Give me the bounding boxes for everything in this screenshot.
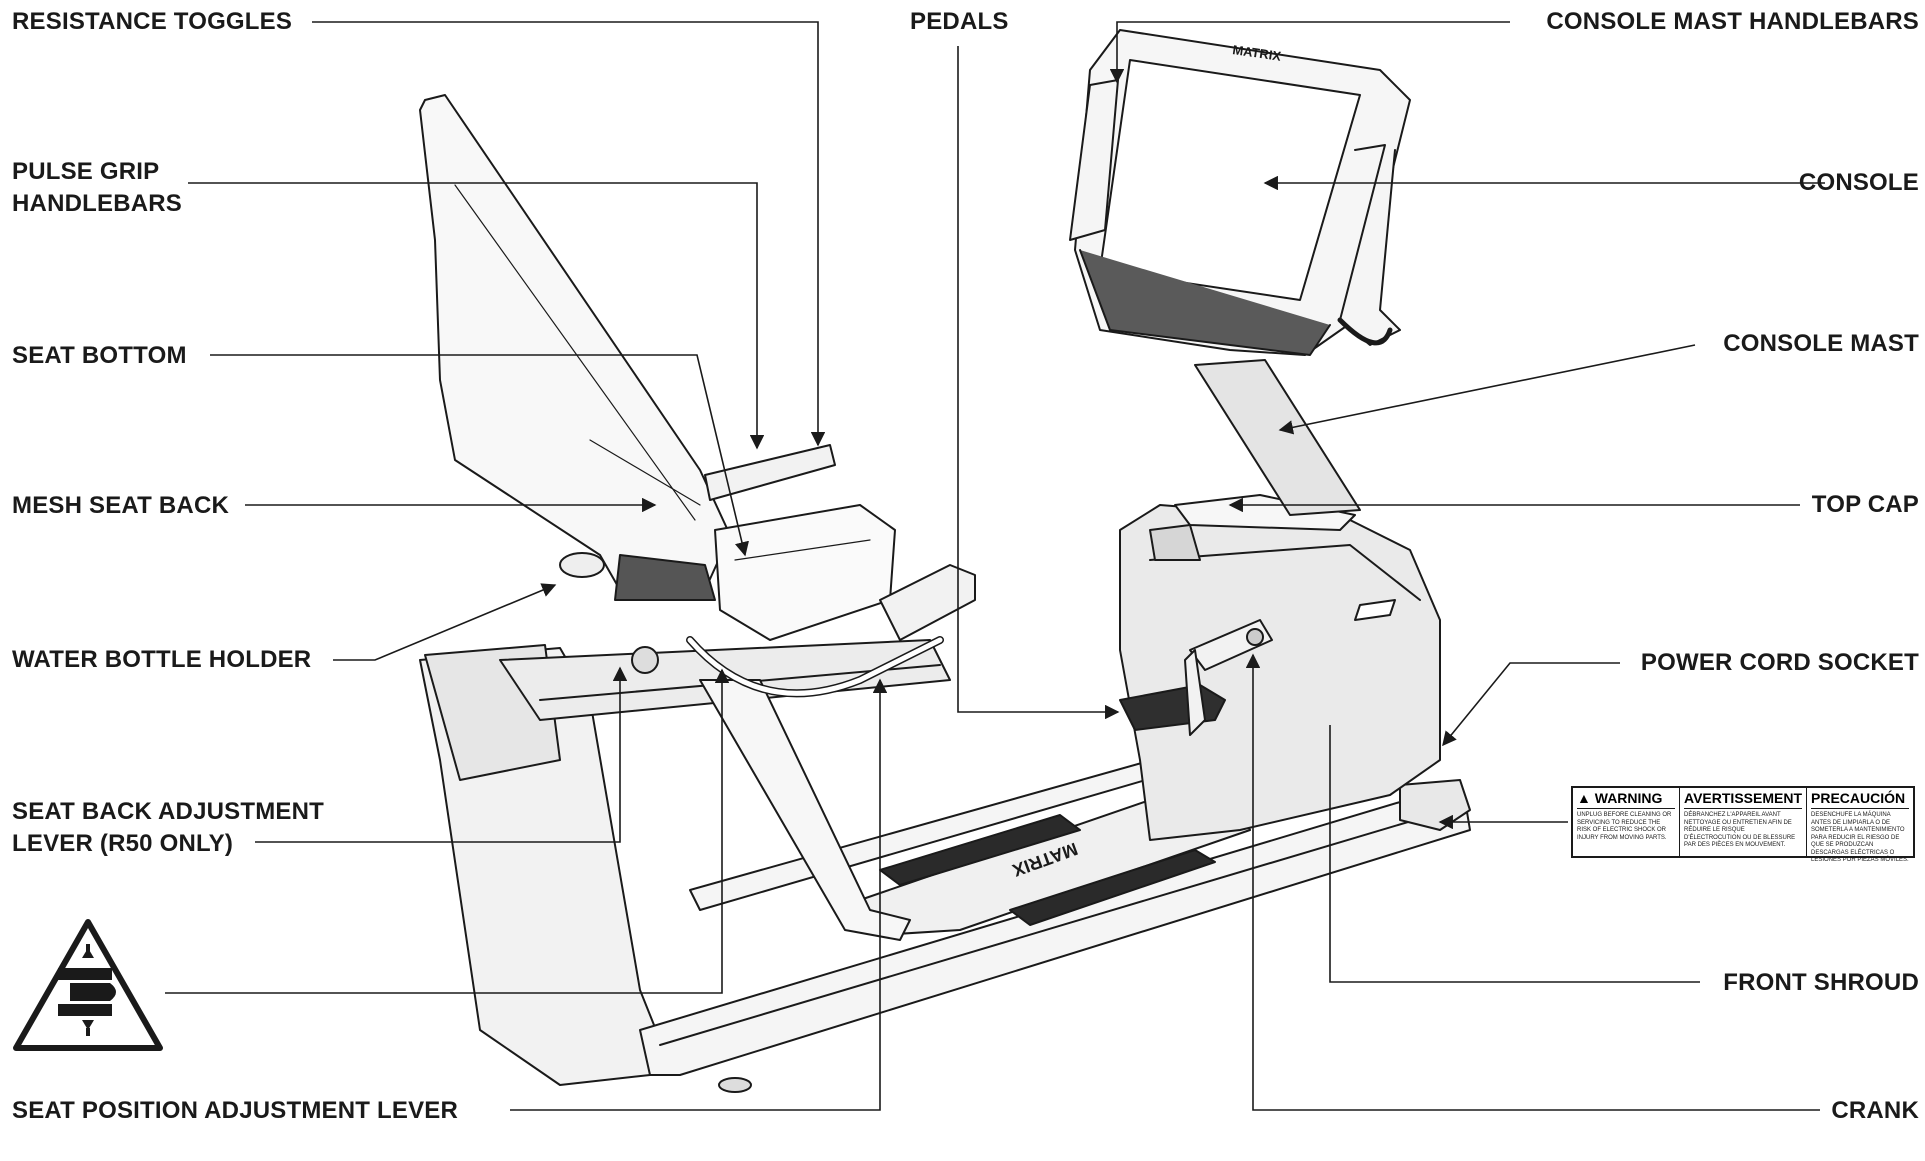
label-mesh-seat-back: MESH SEAT BACK xyxy=(12,492,230,519)
label-front-shroud: FRONT SHROUD xyxy=(1723,969,1919,996)
console-screen xyxy=(1099,59,1361,301)
label-top-cap: TOP CAP xyxy=(1811,491,1919,518)
label-water-bottle-holder: WATER BOTTLE HOLDER xyxy=(12,646,312,673)
precaucion-heading: PRECAUCIÓN xyxy=(1811,790,1910,809)
mesh-panel xyxy=(614,554,716,601)
top-cap-shape xyxy=(1174,494,1356,531)
label-seat-back-adjustment-line2: LEVER (R50 ONLY) xyxy=(12,830,234,857)
leader-water-bottle xyxy=(333,583,557,661)
water-bottle-holder-shape xyxy=(559,552,605,578)
leader-seat-back-adj xyxy=(255,666,628,843)
leader-pulse-grip xyxy=(188,182,765,450)
leader-seat-bottom xyxy=(210,354,749,557)
leader-resistance-toggles xyxy=(312,21,826,447)
warning-column-spanish: PRECAUCIÓN Desenchufe la máquina antes d… xyxy=(1807,788,1913,863)
precaucion-text: Desenchufe la máquina antes de limpiarla… xyxy=(1811,812,1909,863)
leader-front-shroud xyxy=(1329,725,1700,983)
leader-pinch-warning xyxy=(165,668,730,994)
console-mast-shape xyxy=(1194,359,1361,516)
label-console: CONSOLE xyxy=(1798,169,1919,196)
seat-support-post xyxy=(699,679,911,941)
warning-column-french: AVERTISSEMENT Débranchez l'appareil avan… xyxy=(1680,788,1807,856)
leader-crank xyxy=(1245,653,1820,1111)
warning-label: ▲ WARNING Unplug before cleaning or serv… xyxy=(1571,786,1915,863)
bike-illustration xyxy=(419,29,1471,1093)
avertissement-text: Débranchez l'appareil avant nettoyage ou… xyxy=(1684,812,1796,848)
leader-mast-handlebars xyxy=(1109,21,1510,84)
label-seat-bottom: SEAT BOTTOM xyxy=(12,342,187,369)
mast-handlebar-right xyxy=(1339,144,1401,346)
pulse-grip-right xyxy=(879,564,976,641)
leader-lines xyxy=(165,21,1825,1111)
label-console-mast: CONSOLE MAST xyxy=(1723,330,1919,357)
warning-column-english: ▲ WARNING Unplug before cleaning or serv… xyxy=(1573,788,1681,856)
leader-pedals xyxy=(957,46,1120,720)
avertissement-heading: AVERTISSEMENT xyxy=(1684,790,1802,809)
leader-console-mast xyxy=(1278,344,1696,435)
label-seat-position-lever: SEAT POSITION ADJUSTMENT LEVER xyxy=(12,1097,459,1124)
label-pedals: PEDALS xyxy=(910,8,1009,35)
leader-power-cord xyxy=(1442,662,1620,747)
seat-bottom-shape xyxy=(714,504,896,641)
mesh-seat-back-shape xyxy=(419,94,731,591)
label-resistance-toggles: RESISTANCE TOGGLES xyxy=(12,8,293,35)
label-console-mast-handlebars: CONSOLE MAST HANDLEBARS xyxy=(1546,8,1919,35)
leader-seat-position xyxy=(510,678,888,1111)
warning-text: Unplug before cleaning or servicing to r… xyxy=(1577,812,1672,841)
label-pulse-grip-line2: HANDLEBARS xyxy=(12,190,182,217)
pulse-grip-left xyxy=(704,444,836,501)
console-logo: MATRIX xyxy=(1232,42,1283,64)
pinch-hazard-warning-icon xyxy=(13,919,163,1051)
label-pulse-grip-line1: PULSE GRIP xyxy=(12,158,160,185)
label-crank: CRANK xyxy=(1831,1097,1919,1124)
warning-heading: ▲ WARNING xyxy=(1577,790,1676,809)
label-power-cord-socket: POWER CORD SOCKET xyxy=(1640,649,1919,676)
mast-handlebar-left xyxy=(1069,79,1119,241)
label-seat-back-adjustment-line1: SEAT BACK ADJUSTMENT xyxy=(12,798,325,825)
